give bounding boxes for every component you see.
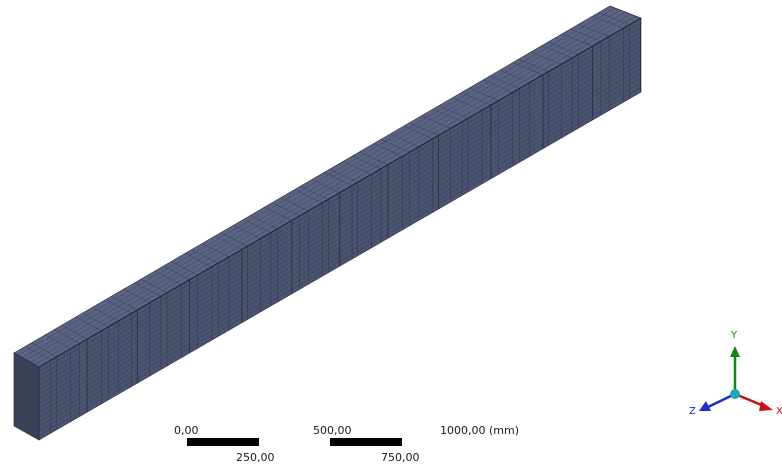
- mesh-lines: [13, 6, 642, 440]
- scale-label-500: 500,00: [313, 424, 352, 437]
- mesh-line: [38, 73, 642, 422]
- scale-label-1000: 1000,00 (mm): [440, 424, 519, 437]
- mesh-line: [38, 77, 642, 427]
- beam-edge: [38, 17, 642, 368]
- mesh-line: [38, 59, 642, 409]
- x-axis-label: X: [776, 406, 782, 417]
- scale-label-750: 750,00: [381, 451, 420, 464]
- mesh-line: [38, 50, 642, 400]
- beam-end-face: [13, 352, 40, 441]
- mesh-line: [38, 64, 642, 413]
- mesh-line: [38, 82, 642, 432]
- y-arrow-icon: [730, 346, 740, 357]
- mesh-line: [38, 68, 642, 418]
- scale-label-0: 0,00: [174, 424, 199, 437]
- scale-segment-2: [330, 438, 402, 446]
- mesh-line: [34, 15, 636, 365]
- mesh-line: [26, 11, 626, 361]
- triad-graphic: [699, 346, 773, 411]
- scale-segment-1: [187, 438, 259, 446]
- mesh-line: [18, 7, 616, 356]
- z-arrow-icon: [699, 401, 711, 411]
- mesh-line: [38, 27, 642, 377]
- mesh-line: [38, 40, 642, 390]
- mesh-line: [22, 9, 621, 358]
- mesh-line: [38, 54, 642, 404]
- y-axis-label: Y: [731, 330, 738, 341]
- mesh-line: [38, 87, 642, 436]
- origin-sphere-icon: [730, 389, 740, 399]
- mesh-line: [38, 45, 642, 395]
- mesh-line: [38, 36, 642, 386]
- z-axis-label: Z: [689, 406, 696, 417]
- mesh-line: [38, 31, 642, 381]
- scale-label-250: 250,00: [236, 451, 275, 464]
- mesh-line: [38, 22, 642, 372]
- x-arrow-icon: [759, 401, 773, 411]
- beam-top-face: [13, 5, 642, 368]
- axis-triad[interactable]: Y X Z: [680, 320, 782, 430]
- mesh-line: [30, 13, 631, 363]
